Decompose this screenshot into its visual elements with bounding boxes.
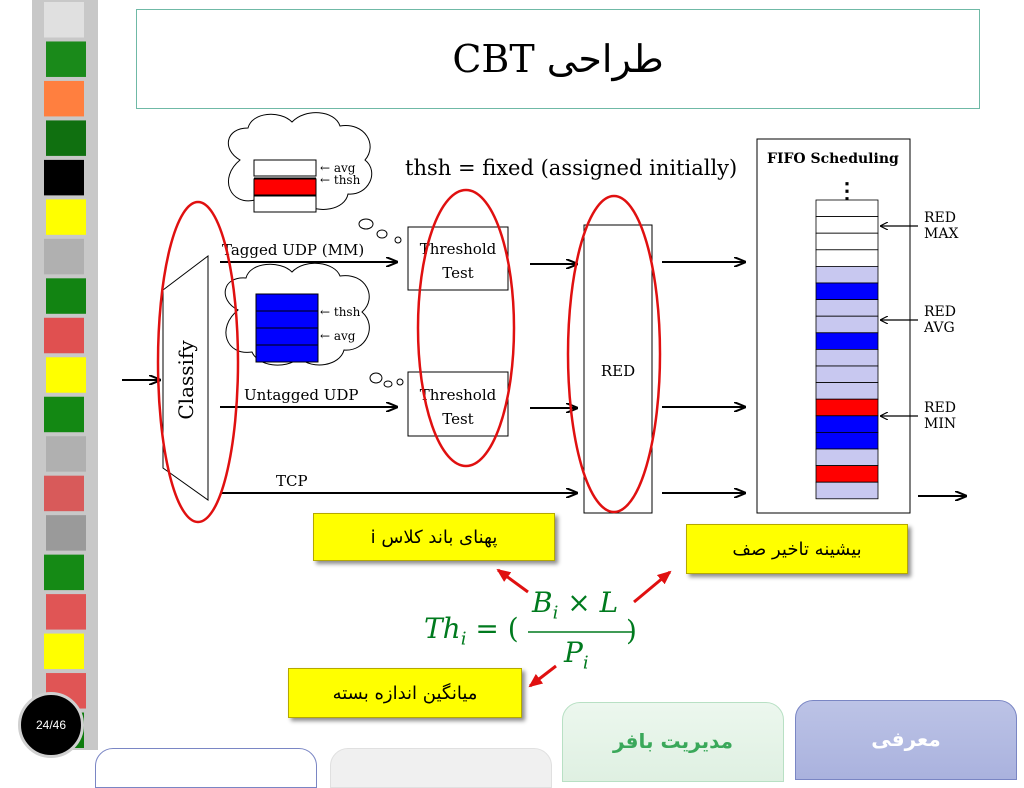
cbt-diagram: ← avg ← thsh ← thsh ← avg thsh = fixed (… [122,112,1024,688]
red-max-line1: RED [924,210,956,226]
sidebar-block [46,357,86,393]
ellipse-classify [156,200,240,524]
formula-p-sub: i [582,652,589,674]
queue-cell [815,465,879,483]
queue-cell [815,249,879,267]
cloud-bottom-avg: ← avg [320,329,356,343]
sidebar-block [44,633,84,670]
thsh-note: thsh = fixed (assigned initially) [405,156,737,180]
tab-introduction[interactable]: معرفی [795,700,1017,780]
sidebar-block [46,199,86,235]
threshold-bottom-line1: Threshold [420,386,497,404]
arrow-to-delay [633,570,672,604]
page-number-badge: 24/46 [18,692,84,758]
queue-cell [815,315,879,334]
sidebar-block [44,2,84,38]
formula-th: Th [424,612,461,645]
formula-times-l: × L [558,586,619,619]
tab-blank-1[interactable] [95,748,317,788]
tab-blank-2[interactable] [330,748,552,788]
classify-label: Classify [174,340,198,420]
sidebar-pattern [44,2,86,748]
sidebar-block [44,317,84,354]
ellipse-red [566,194,662,514]
queue-cell [815,216,879,234]
queue-cell [815,332,879,350]
red-avg-line1: RED [924,304,956,320]
sidebar-block [46,120,86,156]
ellipse-threshold [416,188,516,468]
threshold-test-top [407,226,509,291]
formula-b-sub: i [552,602,559,624]
arrow-to-packet [528,664,557,688]
formula-p: P [564,636,583,669]
arrow-to-bandwidth [496,568,529,594]
queue-cell [815,415,879,433]
title-box [136,9,980,109]
sidebar-block [44,554,84,591]
queue-cell [815,348,879,367]
sidebar-block [44,238,84,275]
classify-block [162,254,209,501]
queue-cell [815,282,879,301]
formula-numerator: Bi × L [532,586,618,624]
sidebar-block [44,159,84,196]
cloud-bottom: ← thsh ← avg [224,262,404,388]
queue-cell [815,232,879,251]
cloud-top: ← avg ← thsh [227,112,402,244]
red-max-line2: MAX [924,226,958,242]
fifo-queue [815,199,879,500]
callout-bandwidth: پهنای باند کلاس i [313,513,555,561]
red-avg-line2: AVG [923,320,955,336]
sidebar-block [44,80,84,117]
formula-lhs: Thi = ( [424,612,519,650]
cloud-top-avg: ← avg [320,161,356,175]
formula-equals: = ( [475,612,519,645]
queue-cell [815,365,879,384]
fifo-title: FIFO Scheduling [767,151,899,167]
flow-tcp-label: TCP [276,472,308,490]
threshold-top-line2: Test [442,264,473,282]
queue-cell [815,431,879,450]
slide-title: طراحی CBT [452,37,664,81]
threshold-top-line1: Threshold [420,240,497,258]
queue-cell [815,398,879,417]
queue-cell [815,382,879,400]
callout-avg-packet: میانگین اندازه بسته [288,668,522,718]
sidebar-block [44,396,84,433]
red-min-line1: RED [924,400,956,416]
queue-cell [815,299,879,317]
cloud-top-thsh: ← thsh [320,173,361,187]
queue-cell [815,448,879,467]
sidebar-block [44,475,84,512]
flow-untagged-label: Untagged UDP [244,386,359,404]
formula-b: B [532,586,553,619]
formula-close-paren: ) [626,614,637,647]
sidebar-block [46,436,86,472]
sidebar-block [46,594,86,630]
formula-denominator: Pi [564,636,589,674]
sidebar-block [46,515,86,551]
threshold-bottom-line2: Test [442,410,473,428]
queue-cell [815,481,879,500]
cloud-bottom-thsh: ← thsh [320,305,361,319]
tab-buffer-management[interactable]: مدیریت بافر [562,702,784,782]
flow-tagged-label: Tagged UDP (MM) [222,241,364,259]
queue-cell [815,199,879,218]
formula-th-sub: i [460,628,467,650]
red-block [583,224,653,514]
decorative-sidebar [32,0,98,750]
sidebar-block [46,278,86,314]
red-block-label: RED [601,362,635,380]
sidebar-block [46,41,86,77]
callout-max-delay: بیشینه تاخیر صف [686,524,908,574]
queue-cell [815,265,879,284]
fifo-dots: ⋮ [836,178,858,204]
red-min-line2: MIN [924,416,956,432]
